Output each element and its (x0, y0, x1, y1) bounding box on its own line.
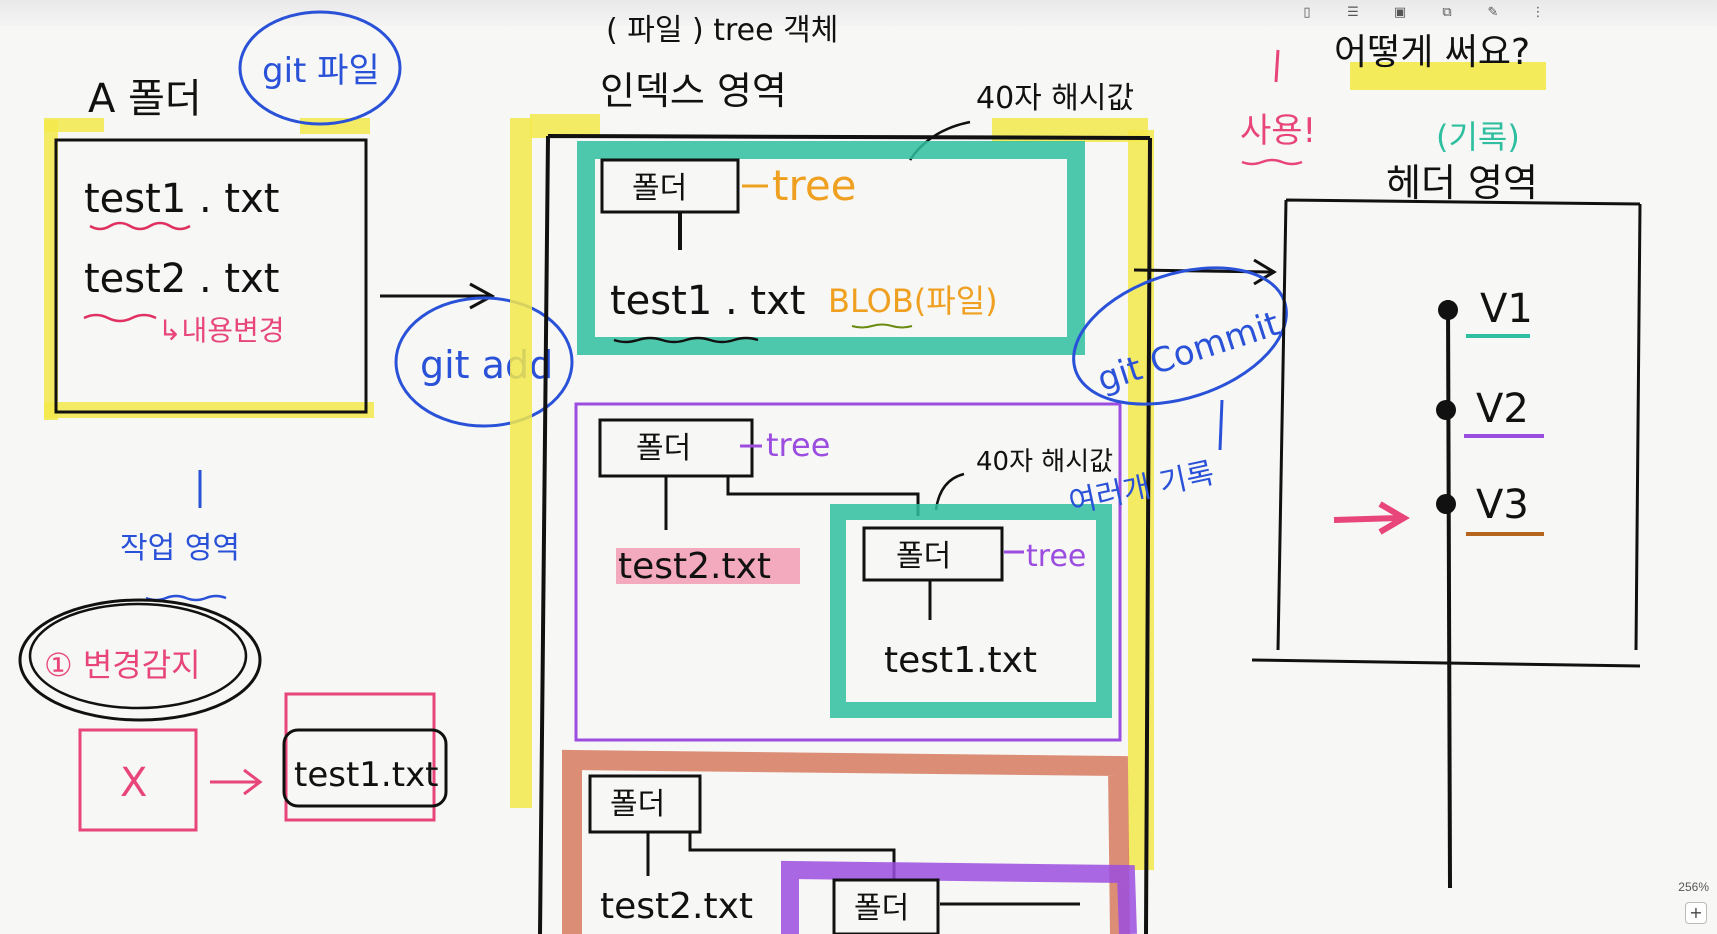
folder-label-4: 폴더 (610, 787, 665, 822)
test-note-label: test1.txt (294, 755, 439, 795)
x-box (78, 728, 198, 832)
file-test1: test1 . txt (84, 176, 279, 222)
change-detect-label: ① 변경감지 (44, 646, 201, 684)
zoom-in-button[interactable]: + (1685, 902, 1707, 924)
change-detect-circle-2 (28, 602, 248, 710)
index-yellow-left (510, 118, 532, 808)
middle-section: ( 파일 ) tree 객체 인덱스 영역 40자 해시값 폴더 tree te… (510, 13, 1154, 934)
blob-file-underline (613, 336, 759, 344)
purple-tree-box-2 (781, 860, 1137, 934)
content-change-note: ↳내용변경 (158, 314, 285, 347)
middle-header-cut: ( 파일 ) tree 객체 (606, 13, 838, 48)
red-tick (1274, 49, 1280, 83)
a-folder-title: A 폴더 (88, 76, 202, 122)
usage-underline (1241, 158, 1303, 166)
panel-icon[interactable]: ▯ (1303, 5, 1311, 20)
version-v3: V3 (1476, 482, 1529, 528)
version-v1: V1 (1480, 286, 1533, 332)
blob-label: BLOB(파일) (828, 282, 998, 320)
commit-timeline (1446, 299, 1452, 889)
git-file-label: git 파일 (262, 51, 380, 91)
arrow-to-index (380, 282, 496, 310)
tree-label-1: tree (772, 161, 857, 210)
commit-dot-v2 (1436, 400, 1456, 420)
folder-box-3 (862, 526, 1004, 582)
hash-label-1: 40자 해시값 (976, 81, 1134, 116)
question-highlight (1350, 62, 1546, 90)
commit-dot-v3 (1436, 494, 1456, 514)
a-folder-box (54, 138, 368, 414)
head-area-box (1251, 198, 1642, 668)
file-test1-underline (89, 221, 191, 231)
test2-label: test2.txt (618, 546, 771, 587)
right-section: 어떻게 써요? 사용! (기록) 헤더 영역 V1 V2 V3 (1240, 32, 1642, 889)
tree-label-2: tree (766, 426, 830, 464)
git-file-circle (238, 10, 402, 126)
folder-label-2: 폴더 (636, 431, 691, 466)
bottom-file-label: test2.txt (600, 886, 753, 927)
work-area-label: 작업 영역 (120, 531, 240, 566)
usage-label: 사용! (1240, 111, 1316, 151)
folder-box-5 (832, 878, 940, 934)
x-mark: X (120, 760, 147, 806)
record-label: (기록) (1436, 118, 1520, 156)
yellow-highlight-topright (300, 118, 370, 134)
yellow-highlight-top (44, 118, 104, 132)
git-commit-group: git Commit 여러개 기록 (1066, 258, 1288, 521)
test-note-box (284, 692, 436, 822)
top-toolbar: ▯ ☰ ▣ ⧉ ✎ ⋮ (0, 0, 1717, 26)
inner-teal-box (830, 504, 1112, 718)
image-icon[interactable]: ▣ (1393, 5, 1407, 20)
folder-label-3: 폴더 (896, 539, 951, 574)
folder-label-5: 폴더 (854, 891, 909, 926)
document-icon[interactable]: ☰ (1347, 5, 1359, 20)
more-icon[interactable]: ⋮ (1531, 5, 1545, 20)
salmon-tree-box (562, 749, 1130, 934)
teal-blob-box (577, 141, 1085, 355)
file-test2: test2 . txt (84, 256, 279, 302)
yellow-highlight-bottom (44, 402, 374, 418)
test2-highlight (616, 548, 800, 584)
tree-label-3: tree (1026, 539, 1086, 574)
index-area-label: 인덱스 영역 (600, 69, 787, 113)
folder-box-1 (600, 158, 740, 214)
blob-label-underline (851, 323, 913, 329)
folder-box-4 (588, 774, 702, 834)
git-add-label: git add (420, 343, 553, 387)
pen-icon[interactable]: ✎ (1487, 5, 1499, 20)
index-yellow-topleft (530, 114, 600, 138)
test-note-inner-box (282, 728, 448, 808)
hash-label-2: 40자 해시값 (976, 447, 1113, 477)
folder-box-2 (598, 418, 754, 478)
git-add-circle (394, 296, 574, 428)
history-pointer (1218, 399, 1224, 451)
head-pointer-arrow (1333, 501, 1410, 535)
left-section: A 폴더 git 파일 test1 . txt test2 . txt ↳내용변… (18, 10, 496, 832)
change-detect-circle (18, 598, 262, 722)
commit-dot-v1 (1438, 300, 1458, 320)
git-commit-label: git Commit (1093, 304, 1285, 400)
head-area-label: 헤더 영역 (1386, 161, 1538, 205)
inner-file-label: test1.txt (884, 640, 1037, 681)
blob-file-label: test1 . txt (610, 278, 805, 324)
folder-label-1: 폴더 (632, 171, 687, 206)
version-v2: V2 (1476, 386, 1529, 432)
purple-tree-box (574, 402, 1122, 742)
question-label: 어떻게 써요? (1334, 32, 1530, 73)
layers-icon[interactable]: ⧉ (1442, 5, 1452, 20)
zoom-level: 256% (1678, 880, 1709, 894)
x-to-test-arrow (210, 768, 263, 796)
file-test2-underline (83, 313, 157, 323)
